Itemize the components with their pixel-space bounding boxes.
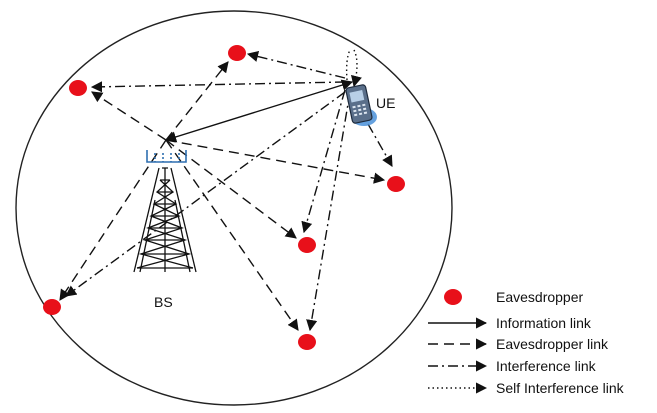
eavesdropper-link-e2 — [165, 61, 229, 141]
eavesdropper-link-e5 — [59, 139, 167, 301]
interference-link-e3 — [367, 123, 393, 167]
antenna-array-icon — [146, 150, 187, 163]
legend-eavesdropper-symbol — [444, 289, 462, 305]
eavesdropper-link-e4 — [165, 139, 297, 239]
legend-interference-link-label: Interference link — [496, 358, 597, 374]
ue-phone-icon — [345, 84, 377, 126]
eavesdroppers — [43, 45, 405, 350]
eavesdropper-link-e6 — [165, 139, 299, 331]
information-link — [164, 79, 354, 143]
interference-link-e5 — [65, 91, 346, 297]
eavesdropper-node — [69, 80, 87, 96]
eavesdropper-node — [298, 237, 316, 253]
legend-eavesdropper-label: Eavesdropper — [496, 289, 584, 305]
legend-information-link-label: Information link — [496, 315, 592, 331]
eavesdropper-link-e3 — [165, 139, 386, 184]
coverage-circle — [15, 10, 453, 406]
bs-label: BS — [154, 294, 173, 310]
eavesdropper-node — [228, 45, 246, 61]
eavesdropper-node — [43, 299, 61, 315]
base-station-tower — [133, 167, 197, 273]
interference-link-e4 — [301, 89, 346, 234]
legend-self-interference-link-label: Self Interference link — [496, 380, 625, 396]
links — [59, 49, 393, 332]
interference-link-e2 — [246, 50, 346, 79]
eavesdropper-node — [298, 334, 316, 350]
interference-link-e6 — [306, 91, 351, 332]
eavesdropper-link-e1 — [91, 91, 167, 141]
self-interference-link — [347, 49, 357, 86]
interference-link-e1 — [90, 81, 346, 93]
legend: Eavesdropper Information link Eavesdropp… — [428, 289, 625, 396]
legend-eavesdropper-link-label: Eavesdropper link — [496, 336, 609, 352]
ue-label: UE — [376, 95, 395, 111]
eavesdropper-node — [387, 176, 405, 192]
